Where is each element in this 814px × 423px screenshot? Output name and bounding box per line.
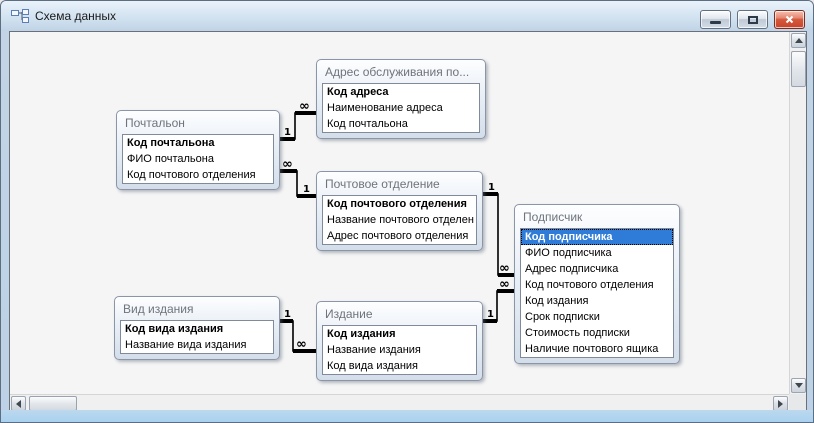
relation-otdelenie-pochtalon[interactable]: ∞ 1 (280, 157, 316, 198)
relation-many-label: ∞ (282, 157, 293, 172)
field-row[interactable]: Наименование адреса (327, 102, 443, 114)
field-row[interactable]: Адрес подписчика (525, 263, 619, 275)
field-row[interactable]: Адрес почтового отделения (327, 230, 469, 242)
relation-otdelenie-podpischik[interactable]: 1 ∞ (483, 182, 514, 277)
close-icon (785, 15, 794, 24)
field-row[interactable]: Код издания (327, 328, 396, 340)
field-row[interactable]: Код почтового отделения (327, 198, 467, 210)
title-bar[interactable]: Схема данных (1, 1, 813, 31)
table-vid-izdaniya[interactable]: Вид издания Код вида издания Название ви… (114, 296, 280, 360)
close-button[interactable] (774, 10, 805, 29)
field-row[interactable]: ФИО почтальона (127, 153, 214, 165)
scroll-left-button[interactable] (11, 396, 26, 411)
relation-many-label: ∞ (499, 277, 510, 292)
field-row[interactable]: ФИО подписчика (525, 247, 612, 259)
field-row[interactable]: Код почтового отделения (525, 279, 654, 291)
table-title: Почтальон (125, 116, 185, 130)
right-arrow-icon (778, 399, 783, 408)
up-arrow-icon (794, 38, 803, 43)
relationships-canvas: 1 ∞ ∞ 1 1 ∞ (9, 31, 807, 412)
relation-pochtalon-adres[interactable]: 1 ∞ (280, 99, 316, 141)
field-row[interactable]: Название вида издания (125, 339, 247, 351)
field-row[interactable]: Код почтальона (127, 137, 215, 149)
vertical-scrollbar[interactable] (789, 32, 806, 394)
field-row[interactable]: Стоимость подписки (525, 327, 630, 339)
relation-many-label: ∞ (299, 99, 310, 114)
field-row[interactable]: Код почтальона (327, 118, 408, 130)
field-row[interactable]: Код почтового отделения (127, 169, 256, 181)
table-title: Издание (325, 307, 373, 321)
field-row[interactable]: Наличие почтового ящика (525, 343, 659, 355)
maximize-button[interactable] (737, 10, 768, 29)
relation-one-label: 1 (487, 309, 494, 320)
minimize-icon (710, 21, 721, 24)
field-row[interactable]: Название издания (327, 344, 421, 356)
horizontal-scrollbar[interactable] (10, 394, 789, 411)
table-pochtovoe-otdelenie[interactable]: Почтовое отделение Код почтового отделен… (316, 171, 483, 251)
table-podpischik[interactable]: Подписчик Код подписчика ФИО подписчика … (514, 204, 680, 364)
relation-vid-izdanie[interactable]: 1 ∞ (280, 309, 316, 353)
relationships-icon (11, 8, 29, 24)
window-bottom-frame (1, 410, 813, 422)
relation-one-label: 1 (488, 182, 495, 193)
field-row[interactable]: Срок подписки (525, 311, 600, 323)
maximize-icon (747, 15, 758, 24)
table-title: Адрес обслуживания по... (325, 65, 470, 79)
horizontal-scroll-thumb[interactable] (29, 396, 77, 411)
field-row[interactable]: Название почтового отделен (327, 214, 474, 226)
scroll-right-button[interactable] (773, 396, 788, 411)
relation-many-label: ∞ (296, 337, 307, 352)
scrollbar-corner (789, 394, 806, 411)
field-row-selected[interactable]: Код подписчика (521, 229, 673, 245)
relation-one-label: 1 (303, 184, 310, 195)
down-arrow-icon (794, 383, 803, 388)
table-title: Почтовое отделение (325, 177, 440, 191)
left-arrow-icon (16, 399, 21, 408)
relation-izdanie-podpischik[interactable]: 1 ∞ (483, 277, 514, 323)
relation-many-label: ∞ (499, 261, 510, 276)
field-row[interactable]: Код вида издания (327, 360, 418, 372)
field-row[interactable]: Код вида издания (125, 323, 224, 335)
scroll-down-button[interactable] (791, 378, 806, 393)
relation-one-label: 1 (284, 309, 291, 320)
field-row[interactable]: Код издания (525, 295, 589, 307)
vertical-scroll-thumb[interactable] (791, 51, 806, 87)
relation-one-label: 1 (284, 127, 291, 138)
window-title: Схема данных (35, 9, 117, 23)
table-title: Подписчик (523, 210, 583, 224)
scroll-up-button[interactable] (791, 33, 806, 48)
table-adres-obsluzhivaniya[interactable]: Адрес обслуживания по... Код адреса Наим… (316, 59, 486, 139)
table-title: Вид издания (123, 302, 194, 316)
minimize-button[interactable] (700, 10, 731, 29)
field-row[interactable]: Код адреса (327, 86, 389, 98)
table-pochtalon[interactable]: Почтальон Код почтальона ФИО почтальона … (116, 110, 280, 190)
table-izdanie[interactable]: Издание Код издания Название издания Код… (316, 301, 483, 381)
